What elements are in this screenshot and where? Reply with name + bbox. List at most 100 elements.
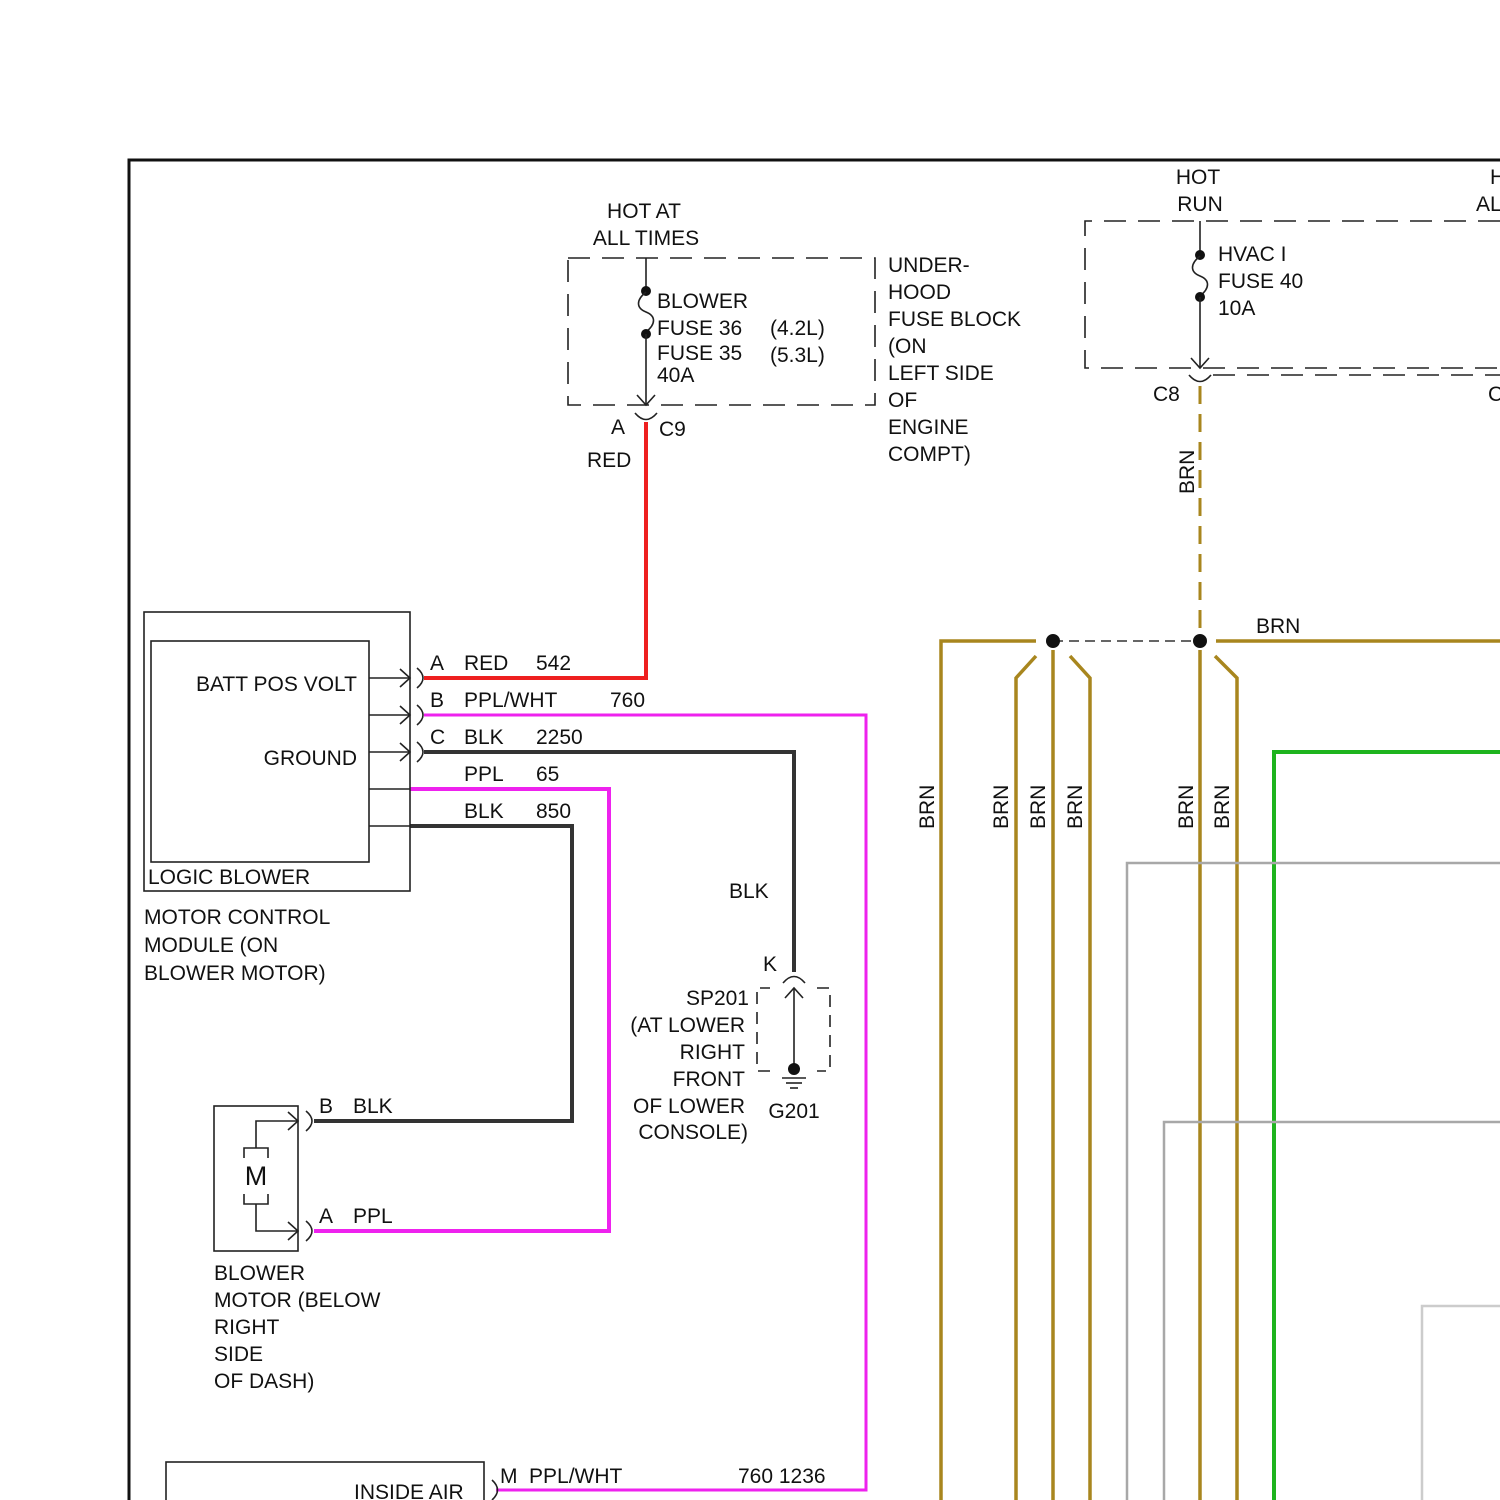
wire-ppl-65	[314, 789, 609, 1231]
motor-pin-b-label: B	[319, 1095, 333, 1118]
ground-symbol-icon	[782, 1078, 806, 1088]
module-caption-line: MOTOR CONTROL	[144, 906, 330, 929]
engine-variant-42: (4.2L)	[770, 317, 825, 340]
partial-connector-label: C	[1488, 383, 1500, 406]
brn-branch-wire	[1016, 656, 1036, 1500]
pin-b-connector-icon	[417, 705, 423, 725]
location-line: HOOD	[888, 281, 951, 304]
brn-branch-label: BRN	[916, 785, 939, 829]
splice-caption-line: CONSOLE)	[638, 1121, 748, 1144]
splice-caption-line: SP201	[686, 987, 749, 1010]
ground-wire-label: BLK	[729, 880, 769, 903]
motor-pin-a-connector-icon	[306, 1221, 312, 1241]
motor-pin-b-color: BLK	[353, 1095, 393, 1118]
c9-connector-label: C9	[659, 418, 686, 441]
location-line: OF	[888, 389, 917, 412]
location-line: FUSE BLOCK	[888, 308, 1021, 331]
module-caption-line: BLOWER MOTOR)	[144, 962, 326, 985]
hvac-fuse-name: HVAC I	[1218, 243, 1286, 266]
brn-horizontal-label: BRN	[1256, 615, 1300, 638]
wire-blk-850	[314, 826, 572, 1121]
brn-branch-label: BRN	[1027, 785, 1050, 829]
splice-caption-line: OF LOWER	[633, 1095, 745, 1118]
pin-b-label: B	[430, 689, 444, 712]
motor-caption-line: MOTOR (BELOW	[214, 1289, 381, 1312]
brn-branch-label: BRN	[1211, 785, 1234, 829]
underhood-fuse-block-caption: UNDER- HOOD FUSE BLOCK (ON LEFT SIDE OF …	[888, 254, 1021, 466]
motor-pin-a-color: PPL	[353, 1205, 393, 1228]
wire-850-circuit: 850	[536, 800, 571, 823]
red-wire-label: RED	[587, 449, 631, 472]
module-batt-pos-volt: BATT POS VOLT	[196, 673, 357, 696]
splice-caption-line: RIGHT	[680, 1041, 746, 1064]
hot-at-all-times-line1: HOT AT	[607, 200, 681, 223]
pin-c-color: BLK	[464, 726, 504, 749]
fuse-36-label: FUSE 36	[657, 317, 742, 340]
gray-component-outline	[1127, 863, 1500, 1500]
c8-connector-icon	[1189, 375, 1211, 382]
pin-c-label: C	[430, 726, 445, 749]
motor-bracket-bottom	[244, 1194, 268, 1204]
brn-horizontal-wire-left	[941, 641, 1036, 1500]
hvac-fuse-rating: 10A	[1218, 297, 1255, 320]
pin-a-color: RED	[464, 652, 508, 675]
brn-feed-label: BRN	[1176, 450, 1199, 494]
module-ground-label: GROUND	[264, 747, 357, 770]
wire-65-color: PPL	[464, 763, 504, 786]
gray-component-outline	[1164, 1122, 1500, 1500]
module-pin-leads	[369, 668, 423, 826]
blower-fuse-name: BLOWER	[657, 290, 748, 313]
pin-a-circuit: 542	[536, 652, 571, 675]
inside-air-wire-color: PPL/WHT	[529, 1465, 623, 1488]
motor-bracket-top	[244, 1148, 268, 1158]
brn-splice-dot-right	[1193, 634, 1207, 648]
pin-b-color: PPL/WHT	[464, 689, 558, 712]
brn-branch-label: BRN	[1175, 785, 1198, 829]
c9-connector-icon	[635, 413, 657, 420]
pin-c-circuit: 2250	[536, 726, 583, 749]
location-line: UNDER-	[888, 254, 970, 277]
ground-g201-label: G201	[768, 1100, 819, 1123]
brn-branch-wire	[1070, 656, 1090, 1500]
c9-pin-label: A	[611, 416, 625, 439]
splice-connector-icon	[783, 977, 805, 984]
module-logic-blower: LOGIC BLOWER	[148, 866, 310, 889]
hvac-fuse-block-boundary	[1085, 221, 1500, 368]
pin-a-connector-icon	[417, 668, 423, 688]
motor-caption-line: RIGHT	[214, 1316, 280, 1339]
blower-fuse-rating: 40A	[657, 364, 694, 387]
hot-at-all-times-line2: ALL TIMES	[593, 227, 699, 250]
motor-caption-line: OF DASH)	[214, 1370, 314, 1393]
brn-branch-wire	[1215, 656, 1237, 1500]
inside-air-pin-label: M	[500, 1465, 518, 1488]
wire-65-circuit: 65	[536, 763, 559, 786]
ground-junction-dot	[788, 1063, 800, 1075]
motor-caption-line: BLOWER	[214, 1262, 305, 1285]
motor-lead-top	[256, 1121, 298, 1148]
location-line: LEFT SIDE	[888, 362, 994, 385]
c8-connector-label: C8	[1153, 383, 1180, 406]
brn-branch-label: BRN	[990, 785, 1013, 829]
hot-run-line2: RUN	[1177, 193, 1223, 216]
partial-hot-line1: H	[1490, 166, 1500, 189]
splice-pin-label: K	[763, 953, 777, 976]
hot-run-line1: HOT	[1176, 166, 1221, 189]
light-gray-component-outline	[1422, 1306, 1500, 1500]
wire-850-color: BLK	[464, 800, 504, 823]
motor-lead-bottom	[256, 1204, 298, 1231]
motor-pin-a-label: A	[319, 1205, 333, 1228]
pin-a-label: A	[430, 652, 444, 675]
engine-variant-53: (5.3L)	[770, 344, 825, 367]
inside-air-circuits: 760 1236	[738, 1465, 826, 1488]
pin-b-circuit: 760	[610, 689, 645, 712]
inside-air-label: INSIDE AIR	[354, 1481, 464, 1500]
hvac-fuse-icon	[1193, 256, 1208, 296]
partial-hot-line2: AL	[1476, 193, 1500, 216]
location-line: COMPT)	[888, 443, 971, 466]
motor-pin-b-connector-icon	[306, 1111, 312, 1131]
hvac-fuse-number: FUSE 40	[1218, 270, 1303, 293]
splice-caption-line: FRONT	[673, 1068, 745, 1091]
brn-branch-label: BRN	[1064, 785, 1087, 829]
fuse-35-label: FUSE 35	[657, 342, 742, 365]
